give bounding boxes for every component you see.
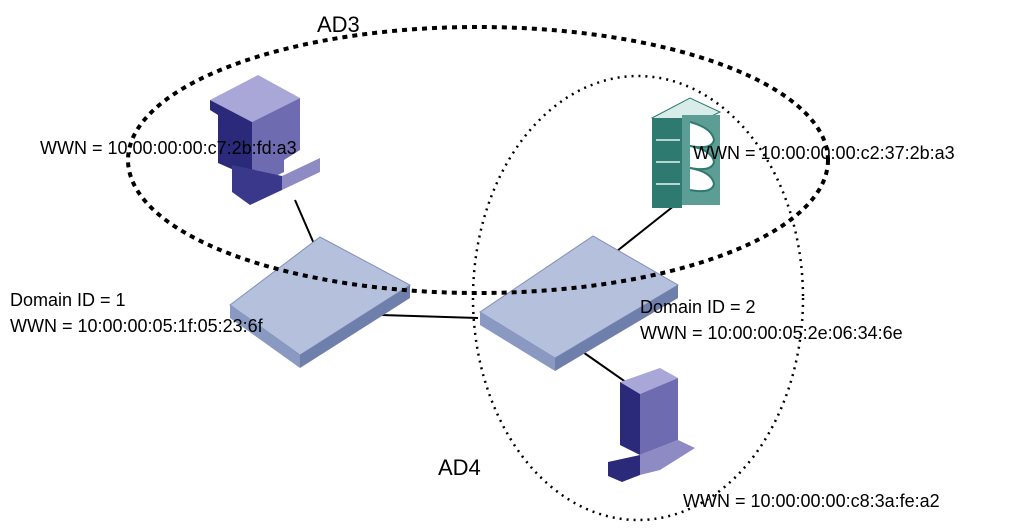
zone-ad4-boundary <box>471 74 805 522</box>
link-switch2-host2 <box>579 349 631 386</box>
switch-1-wwn: WWN = 10:00:00:05:1f:05:23:6f <box>10 316 263 336</box>
switch-2-wwn: WWN = 10:00:00:05:2e:06:34:6e <box>640 323 903 343</box>
host-bottom-right-icon <box>608 368 695 482</box>
link-storage-switch2 <box>611 204 676 256</box>
switch-1-domain-id: Domain ID = 1 <box>10 290 126 310</box>
zone-ad3-boundary <box>126 25 830 295</box>
switch-2-icon <box>479 235 679 371</box>
switch-1-icon <box>229 236 411 368</box>
host-top-left-icon <box>210 75 320 205</box>
host-top-left-wwn: WWN = 10:00:00:00:c7:2b:fd:a3 <box>40 138 297 158</box>
switch-2-domain-id: Domain ID = 2 <box>640 297 756 317</box>
storage-top-right-icon <box>650 97 722 208</box>
link-switch1-switch2 <box>379 314 479 319</box>
zone-ad4-label: AD4 <box>438 455 481 480</box>
storage-top-right-wwn: WWN = 10:00:00:00:c2:37:2b:a3 <box>693 143 955 163</box>
host-bottom-right-wwn: WWN = 10:00:00:00:c8:3a:fe:a2 <box>683 491 940 511</box>
zone-ad3-label: AD3 <box>317 12 360 37</box>
